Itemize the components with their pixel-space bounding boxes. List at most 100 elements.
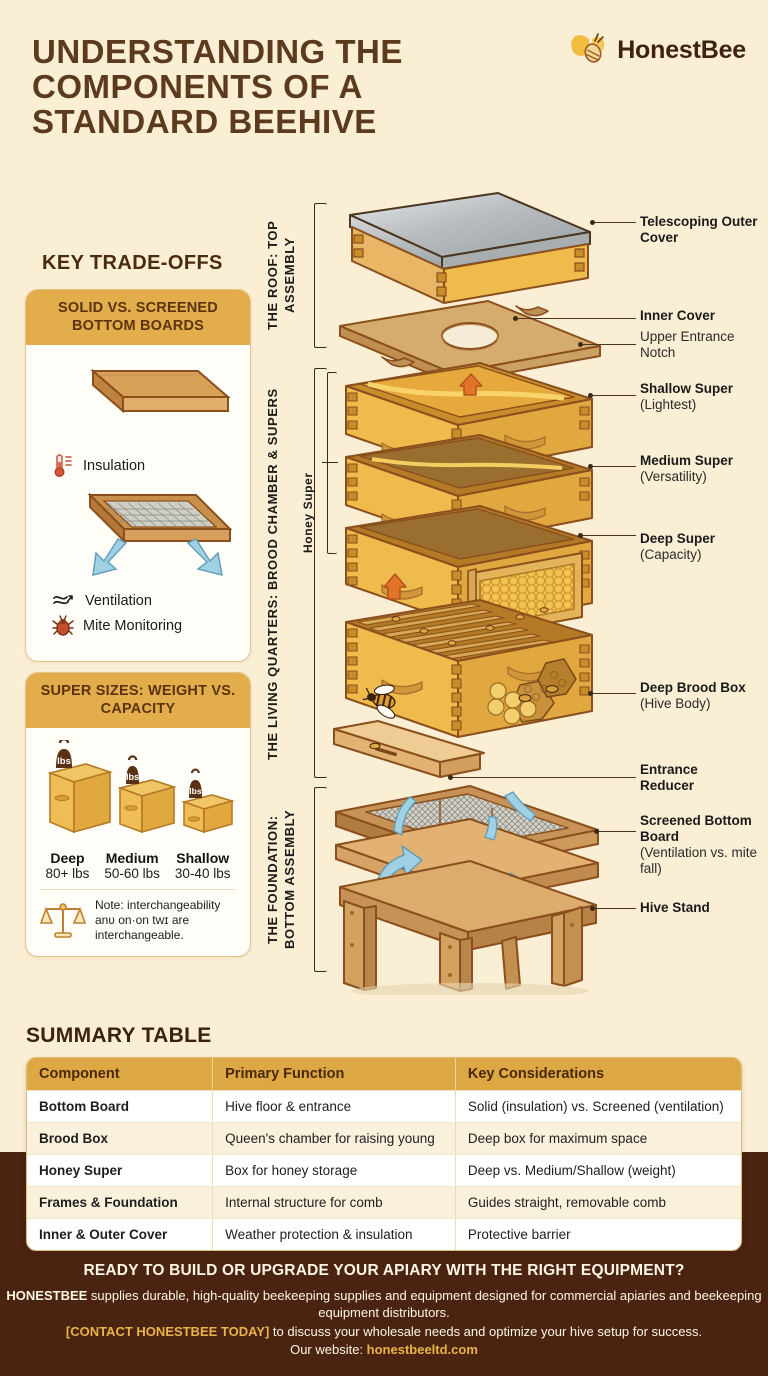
shallow-super-part (345, 362, 593, 474)
callout-entrance-reducer: Entrance Reducer (640, 762, 750, 794)
leader-dot-medium-super (588, 464, 593, 469)
callout-sub-deep-super: (Capacity) (640, 547, 702, 562)
cta-contact-line: [CONTACT HONESTBEE TODAY] to discuss you… (0, 1323, 768, 1341)
note-line-1: Note: interchangeability (95, 898, 221, 912)
note-line-3: interchangeable. (95, 928, 184, 942)
interchangeability-note: Note: interchangeability anʋ on·on twɪ a… (38, 898, 238, 943)
svg-text:lbs: lbs (189, 786, 202, 796)
svg-text:lbs: lbs (57, 756, 71, 767)
leader-dot-deep-brood-box (588, 691, 593, 696)
cta-headline: READY TO BUILD OR UPGRADE YOUR APIARY WI… (83, 1262, 685, 1279)
note-line-2: anʋ on·on twɪ are (95, 913, 190, 927)
balance-scale-icon (40, 903, 86, 938)
cta-website-url[interactable]: honestbeeltd.com (366, 1342, 478, 1357)
callout-hive-stand: Hive Stand (640, 900, 750, 916)
callout-sub-shallow-super: (Lightest) (640, 397, 697, 412)
feature-insulation: Insulation (52, 453, 238, 479)
leader-line-deep-super (582, 535, 636, 537)
cta-contact-link[interactable]: [CONTACT HONESTBEE TODAY] (65, 1324, 270, 1339)
leader-line-upper-notch (582, 344, 636, 346)
hive-stand-part (339, 860, 597, 992)
table-header-row: Component Primary Function Key Considera… (27, 1058, 741, 1091)
callout-shallow-super: Shallow Super (Lightest) (640, 381, 756, 413)
brand-name: HonestBee (617, 35, 746, 64)
cta-body-text: supplies durable, high-quality beekeepin… (87, 1288, 762, 1320)
callout-title-hive-stand: Hive Stand (640, 900, 710, 915)
table-row: Frames & Foundation Internal structure f… (27, 1186, 741, 1219)
panel-body-super-sizes: lbs lbs lbs Deep (26, 728, 250, 955)
panel-super-sizes: SUPER SIZES: WEIGHT VS. CAPACITY lbs lbs (25, 672, 251, 957)
feature-label-insulation: Insulation (83, 458, 146, 474)
cell-function: Internal structure for comb (212, 1186, 456, 1219)
wind-icon (53, 595, 73, 605)
callout-sub-medium-super: (Versatility) (640, 469, 707, 484)
cta-section: READY TO BUILD OR UPGRADE YOUR APIARY WI… (0, 1262, 768, 1357)
cell-considerations: Solid (insulation) vs. Screened (ventila… (455, 1090, 741, 1123)
bracket-living-quarters (314, 368, 327, 778)
callout-upper-entrance-notch: Upper Entrance Notch (640, 329, 752, 361)
callout-title-deep-brood-box: Deep Brood Box (640, 680, 746, 695)
screened-bottom-board-illustration (87, 492, 233, 576)
cta-website-label: Our website: (290, 1342, 367, 1357)
leader-line-telescoping (594, 222, 636, 224)
cell-considerations: Deep vs. Medium/Shallow (weight) (455, 1154, 741, 1187)
leader-dot-inner-cover (513, 316, 518, 321)
table-row: Brood Box Queen's chamber for raising yo… (27, 1122, 741, 1155)
cell-function: Hive floor & entrance (212, 1090, 456, 1123)
table-row: Inner & Outer Cover Weather protection &… (27, 1218, 741, 1250)
leader-dot-entrance-reducer (448, 775, 453, 780)
summary-table: Component Primary Function Key Considera… (27, 1058, 741, 1250)
bracket-foundation (314, 787, 327, 972)
sub-label-honey-super: Honey Super (301, 472, 315, 554)
cta-website-line: Our website: honestbeeltd.com (0, 1342, 768, 1357)
feature-ventilation: Ventilation (52, 591, 238, 611)
callout-text-upper-entrance-notch: Upper Entrance Notch (640, 329, 735, 360)
thermometer-icon (54, 454, 72, 478)
column-header-component: Component (27, 1058, 214, 1091)
callout-deep-brood-box: Deep Brood Box (Hive Body) (640, 680, 758, 712)
leader-dot-shallow-super (588, 393, 593, 398)
size-weight-deep: 80+ lbs (45, 866, 90, 881)
feature-label-mite-monitoring: Mite Monitoring (83, 618, 183, 634)
callout-deep-super: Deep Super (Capacity) (640, 531, 752, 563)
size-name-deep: Deep (50, 850, 85, 866)
callout-title-entrance-reducer: Entrance Reducer (640, 762, 698, 793)
cta-brand: HONESTBEE (6, 1288, 88, 1303)
cell-function: Box for honey storage (212, 1154, 456, 1187)
callout-title-deep-super: Deep Super (640, 531, 716, 546)
leader-line-hive-stand (594, 908, 636, 910)
bracket-roof (314, 203, 327, 348)
callout-title-telescoping: Telescoping Outer Cover (640, 214, 758, 245)
entrance-reducer-part (333, 720, 485, 778)
inner-cover-part (339, 300, 601, 384)
brand-logo: HonestBee (568, 30, 746, 70)
leader-line-medium-super (592, 466, 636, 468)
callout-screened-bottom-board: Screened Bottom Board (Ventilation vs. m… (640, 813, 758, 877)
summary-table-heading: SUMMARY TABLE (26, 1024, 212, 1047)
feature-label-ventilation: Ventilation (85, 593, 152, 609)
size-weight-medium: 50-60 lbs (104, 866, 160, 881)
callout-sub-screened-bottom-board: (Ventilation vs. mite fall) (640, 845, 758, 876)
panel-solid-vs-screened: SOLID VS. SCREENED BOTTOM BOARDS Insulat… (25, 289, 251, 662)
leader-dot-telescoping (590, 220, 595, 225)
table-row: Honey Super Box for honey storage Deep v… (27, 1154, 741, 1187)
leader-line-entrance-reducer (452, 777, 636, 779)
summary-table-wrapper: Component Primary Function Key Considera… (26, 1057, 742, 1251)
panel-title-bottom-boards: SOLID VS. SCREENED BOTTOM BOARDS (26, 290, 250, 345)
super-size-labels: Deep 80+ lbs Medium 50-60 lbs Shallow 30… (38, 850, 238, 881)
cta-body: HONESTBEE supplies durable, high-quality… (0, 1287, 768, 1321)
column-header-key-considerations: Key Considerations (455, 1058, 741, 1091)
svg-text:lbs: lbs (126, 772, 139, 782)
section-label-roof: THE ROOF: TOP ASSEMBLY (265, 220, 297, 331)
cell-component: Brood Box (27, 1122, 214, 1155)
feature-mite-monitoring: Mite Monitoring (52, 615, 238, 637)
size-item-medium: Medium 50-60 lbs (104, 850, 160, 881)
cell-function: Queen's chamber for raising young (212, 1122, 456, 1155)
bee-icon (571, 33, 605, 63)
column-header-primary-function: Primary Function (212, 1058, 456, 1091)
note-divider (40, 889, 236, 890)
bee-illustration-front (362, 684, 396, 719)
panel-title-super-sizes: SUPER SIZES: WEIGHT VS. CAPACITY (26, 673, 250, 728)
size-weight-shallow: 30-40 lbs (174, 866, 231, 881)
cell-component: Inner & Outer Cover (27, 1218, 214, 1250)
